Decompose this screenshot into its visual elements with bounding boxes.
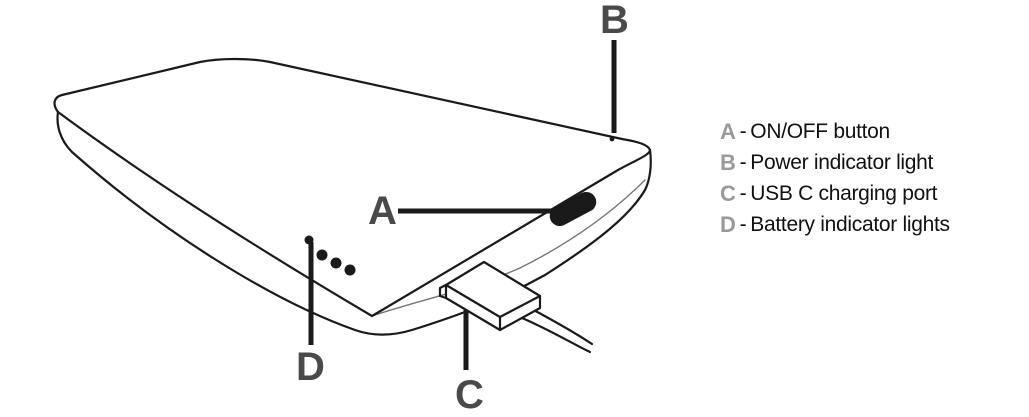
callout-letter-a: A	[368, 189, 397, 233]
callout-letter-d: D	[296, 345, 325, 389]
power-bank-side-face	[56, 110, 652, 336]
legend-text: Power indicator light	[750, 150, 934, 174]
battery-light-2	[316, 249, 328, 261]
legend-item-d: D - Battery indicator lights	[720, 209, 1020, 240]
legend-text: Battery indicator lights	[750, 212, 950, 236]
legend-key: D	[720, 211, 736, 237]
legend-separator: -	[739, 150, 747, 174]
usb-cable	[520, 306, 594, 354]
legend-item-a: A - ON/OFF button	[720, 116, 1020, 147]
legend: A - ON/OFF button B - Power indicator li…	[720, 116, 1020, 240]
on-off-button	[549, 191, 597, 227]
power-bank-body	[53, 57, 652, 336]
legend-text: ON/OFF button	[750, 119, 890, 143]
power-bank-top-face	[53, 57, 652, 318]
battery-light-4	[344, 264, 356, 276]
legend-separator: -	[739, 119, 747, 143]
battery-light-3	[330, 257, 342, 269]
legend-key: C	[720, 180, 736, 206]
callout-leader-lines	[308, 40, 617, 370]
legend-item-c: C - USB C charging port	[720, 178, 1020, 209]
legend-key: A	[720, 118, 736, 144]
power-indicator-light	[609, 136, 615, 142]
legend-key: B	[720, 149, 736, 175]
legend-separator: -	[739, 212, 747, 236]
legend-separator: -	[739, 181, 747, 205]
battery-indicator-lights	[304, 235, 356, 276]
usb-plug-tip	[438, 283, 448, 300]
legend-item-b: B - Power indicator light	[720, 147, 1020, 178]
legend-text: USB C charging port	[750, 181, 938, 205]
callout-letter-c: C	[455, 373, 484, 417]
callout-letter-b: B	[600, 0, 629, 42]
usb-c-plug	[438, 260, 594, 354]
power-bank-edge-line	[371, 179, 646, 317]
